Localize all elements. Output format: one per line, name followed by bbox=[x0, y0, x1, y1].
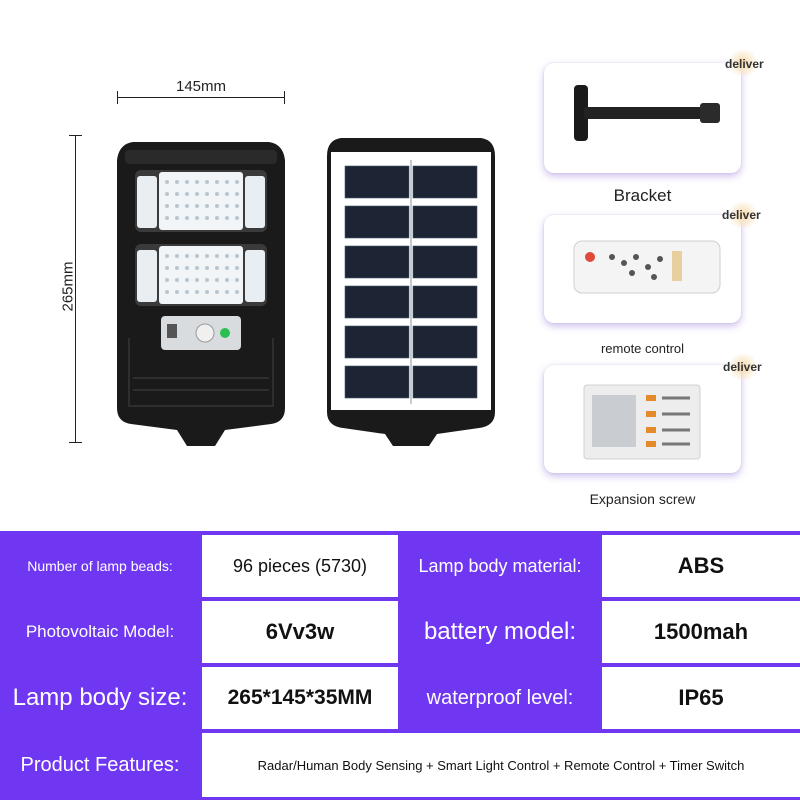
deliver-badge: deliver bbox=[725, 57, 764, 71]
expansion-screw-caption: Expansion screw bbox=[589, 491, 696, 507]
lamp-beads-label: Number of lamp beads: bbox=[27, 558, 173, 574]
waterproof-label: waterproof level: bbox=[426, 686, 574, 709]
lamp-front-view bbox=[117, 142, 285, 446]
accessory-card-screws bbox=[544, 365, 741, 473]
lamp-beads-value: 96 pieces (5730) bbox=[202, 535, 398, 597]
body-material-value: ABS bbox=[602, 535, 800, 597]
spec-table: Number of lamp beads: 96 pieces (5730) L… bbox=[0, 531, 800, 800]
pv-model-value: 6Vv3w bbox=[202, 601, 398, 663]
deliver-badge-bg bbox=[726, 50, 760, 76]
width-dimension-line bbox=[117, 91, 285, 104]
deliver-badge-bg bbox=[726, 202, 760, 228]
body-size-label: Lamp body size: bbox=[12, 684, 188, 711]
features-value: Radar/Human Body Sensing + Smart Light C… bbox=[202, 733, 800, 797]
battery-label: battery model: bbox=[423, 618, 577, 645]
body-size-value: 265*145*35MM bbox=[202, 667, 398, 729]
expansion-screw-image bbox=[583, 384, 701, 460]
height-dimension-line bbox=[69, 135, 82, 443]
remote-control-caption: remote control bbox=[600, 341, 685, 356]
deliver-badge: deliver bbox=[722, 208, 761, 222]
battery-value: 1500mah bbox=[602, 601, 800, 663]
height-dimension-label: 265mm bbox=[59, 261, 77, 312]
bracket-image bbox=[574, 85, 720, 141]
body-material-label: Lamp body material: bbox=[418, 555, 582, 576]
remote-control-image bbox=[573, 240, 721, 294]
accessory-card-remote bbox=[544, 215, 741, 323]
accessory-card-bracket bbox=[544, 63, 741, 173]
waterproof-value: IP65 bbox=[602, 667, 800, 729]
deliver-badge: deliver bbox=[723, 360, 762, 374]
pv-model-label: Photovoltaic Model: bbox=[25, 622, 175, 641]
features-label: Product Features: bbox=[20, 753, 180, 776]
lamp-back-solar-view bbox=[327, 138, 495, 446]
width-dimension-label: 145mm bbox=[175, 78, 227, 95]
deliver-badge-bg bbox=[726, 354, 760, 380]
bracket-caption: Bracket bbox=[613, 186, 672, 205]
